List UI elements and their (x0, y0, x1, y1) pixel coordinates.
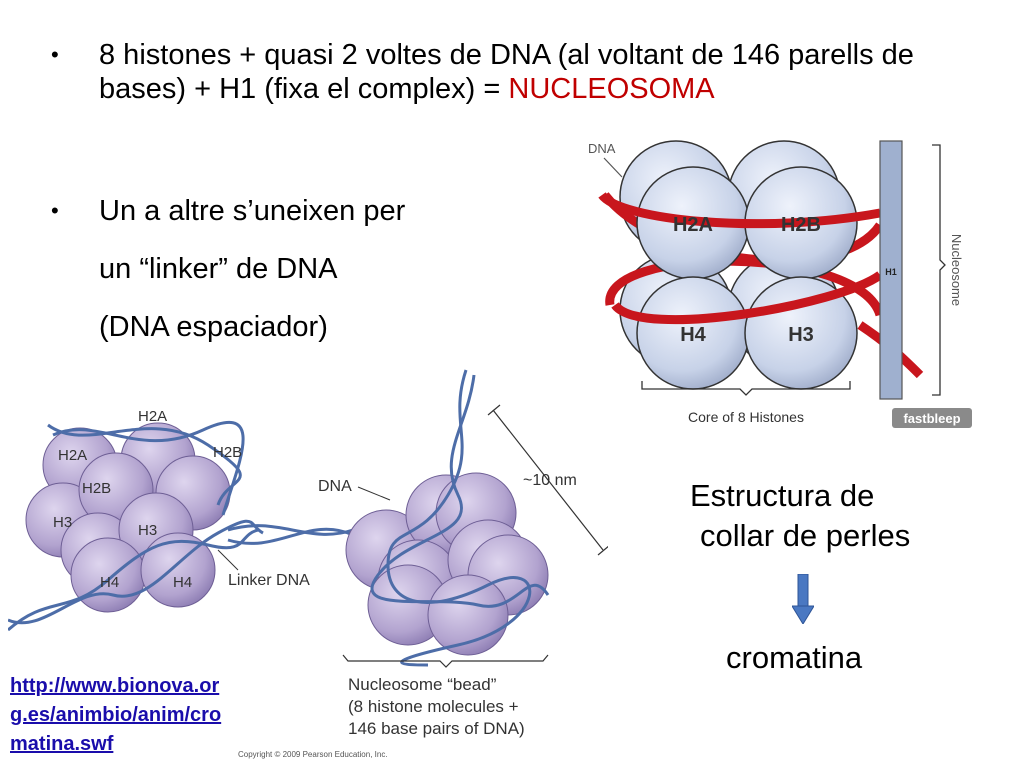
label-h2a-left: H2A (58, 447, 87, 464)
dna-helix-right (370, 369, 550, 667)
bullet-line-1: Un a altre s’uneixen per (99, 195, 406, 227)
collar-perles-title: Estructura de collar de perles (690, 476, 910, 556)
size-indicator-line (492, 409, 604, 551)
nucleosome-bracket (932, 144, 946, 396)
right-nucleosome-bead (345, 472, 549, 656)
dna-label: DNA (588, 141, 616, 156)
histone-label-h2a: H2A (673, 214, 713, 236)
histone-label-h3: H3 (788, 324, 814, 346)
core-label: Core of 8 Histones (688, 409, 804, 425)
beads-on-string-diagram: H2A H2A H2B H2B H3 H3 H4 H4 Linker DNA D… (8, 369, 608, 759)
source-link-line2: g.es/animbio/anim/cro (10, 704, 222, 726)
histone-label-h2b: H2B (781, 214, 821, 236)
label-h3-left: H3 (53, 514, 72, 531)
bead-label-line2: (8 histone molecules + (348, 697, 519, 716)
bead-label-line1: Nucleosome “bead” (348, 675, 497, 694)
label-h2b-left: H2B (82, 480, 111, 497)
dna-pointer (603, 157, 623, 178)
bullet-text: Un a altre s’uneixen per un “linker” de … (99, 194, 405, 368)
collar-title-line2: collar de perles (700, 518, 911, 553)
cromatina-label: cromatina (726, 640, 863, 675)
bullet-line-3: (DNA espaciador) (99, 311, 328, 343)
collar-title-line1: Estructura de (690, 478, 875, 513)
down-arrow-icon (792, 574, 814, 624)
label-h3-right: H3 (138, 522, 157, 539)
linker-pointer (217, 549, 239, 571)
size-label: ~10 nm (523, 472, 577, 489)
nucleosome-core-diagram: DNA H2A H2B H4 H3 H1 Nucleosome Core of … (588, 140, 972, 428)
bead-label-line3: 146 base pairs of DNA) (348, 719, 525, 738)
fastbleep-logo-text: fastbleep (903, 411, 960, 426)
label-h2b-right: H2B (213, 444, 242, 461)
bullet-text-main: 8 histones + quasi 2 voltes de DNA (al v… (99, 39, 914, 105)
nucleosoma-highlight: NUCLEOSOMA (508, 73, 715, 105)
histone-label-h4: H4 (680, 324, 706, 346)
size-indicator-cap-top (487, 404, 501, 416)
left-nucleosome (25, 422, 231, 613)
label-h4-right: H4 (173, 574, 192, 591)
core-bracket (641, 381, 851, 396)
bullet-dot: • (51, 198, 59, 223)
source-link-line3: matina.swf (10, 733, 114, 755)
h1-label: H1 (885, 267, 897, 277)
bullet-dot: • (51, 42, 59, 67)
source-link-line1: http://www.bionova.or (10, 675, 220, 697)
dna-strand-front-top (598, 191, 881, 229)
label-h4-left: H4 (100, 574, 119, 591)
h1-linker-histone (879, 140, 903, 400)
dna-strand-front-bottom (611, 271, 883, 325)
bead-bracket (342, 654, 549, 668)
fastbleep-logo (892, 408, 972, 428)
nucleosome-side-label: Nucleosome (949, 234, 964, 306)
source-link[interactable]: http://www.bionova.or g.es/animbio/anim/… (10, 672, 260, 759)
size-indicator-cap-bottom (597, 545, 608, 556)
dna-helix (8, 421, 354, 632)
bullet-line-2: un “linker” de DNA (99, 253, 338, 285)
label-h2a-top: H2A (138, 408, 167, 425)
dna-label-left-diagram: DNA (318, 478, 352, 495)
linker-dna-label: Linker DNA (228, 572, 310, 589)
copyright-text: Copyright © 2009 Pearson Education, Inc. (238, 750, 388, 759)
dna-pointer-left-diagram (357, 486, 391, 501)
bullet-text: 8 histones + quasi 2 voltes de DNA (al v… (99, 38, 949, 106)
